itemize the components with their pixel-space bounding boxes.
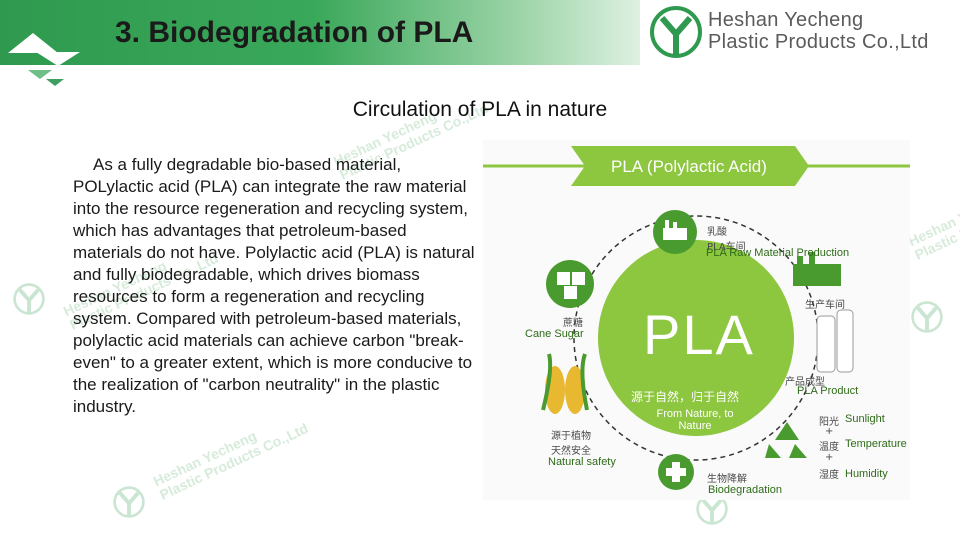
sugar-cube-icon <box>546 260 594 308</box>
bio-english-label: Biodegradation <box>708 484 783 496</box>
company-logo <box>650 6 702 58</box>
center-english-label: From Nature, to Nature <box>656 408 734 432</box>
plus-cross-icon <box>658 454 694 490</box>
pla-center-label: PLA <box>643 303 755 366</box>
body-text: As a fully degradable bio-based material… <box>73 155 475 416</box>
bottle-icon <box>816 309 854 373</box>
workshop-chinese-label: 生产车间 <box>805 300 845 311</box>
body-paragraph: As a fully degradable bio-based material… <box>73 154 478 418</box>
raw-chinese-label: 乳酸 PLA车间 <box>707 227 746 253</box>
workshop-icon <box>793 252 841 286</box>
page-title: 3. Biodegradation of PLA <box>115 16 474 49</box>
safety-english-label: Natural safety <box>548 456 616 468</box>
plus-sign: + <box>825 452 834 463</box>
safety-chinese-label: 源于植物 天然安全 <box>551 431 591 457</box>
humidity-english-label: Humidity <box>845 468 888 480</box>
header-band <box>0 0 700 65</box>
sugar-english-label: Cane Sugar <box>525 328 584 340</box>
temperature-chinese-label: 温度 <box>819 442 839 453</box>
company-name-line2: Plastic Products Co.,Ltd <box>708 31 929 53</box>
company-name: Heshan Yecheng Plastic Products Co.,Ltd <box>708 9 929 53</box>
plus-sign: + <box>825 426 834 437</box>
temperature-english-label: Temperature <box>845 438 907 450</box>
humidity-chinese-label: 湿度 <box>819 470 839 481</box>
raw-english-label: PLA Raw Material Production <box>706 247 850 259</box>
watermark-logo-icon <box>911 301 943 333</box>
sunlight-english-label: Sunlight <box>845 413 885 425</box>
watermark-logo-icon <box>113 486 145 518</box>
diagram-graphics <box>483 146 910 490</box>
slide-subtitle: Circulation of PLA in nature <box>352 98 608 121</box>
diagram-banner: PLA (Polylactic Acid) <box>611 157 767 176</box>
corn-icon <box>541 353 589 414</box>
product-chinese-label: 产品成型 <box>785 377 825 388</box>
product-english-label: PLA Product <box>797 385 859 397</box>
sunlight-chinese-label: 阳光 <box>819 417 839 428</box>
bio-chinese-label: 生物降解 <box>707 474 747 485</box>
center-chinese-label: 源于自然，归于自然 <box>631 390 740 404</box>
pla-cycle-diagram: PLA (Polylactic Acid) PLA 源于自然，归于自然 From… <box>483 140 910 500</box>
sugar-chinese-label: 蔗糖 <box>563 318 583 329</box>
logo-area <box>640 0 960 65</box>
company-name-line1: Heshan Yecheng <box>708 9 864 31</box>
recycle-icon <box>765 422 807 458</box>
factory-icon <box>653 210 697 254</box>
watermark-logo-icon <box>13 283 45 315</box>
